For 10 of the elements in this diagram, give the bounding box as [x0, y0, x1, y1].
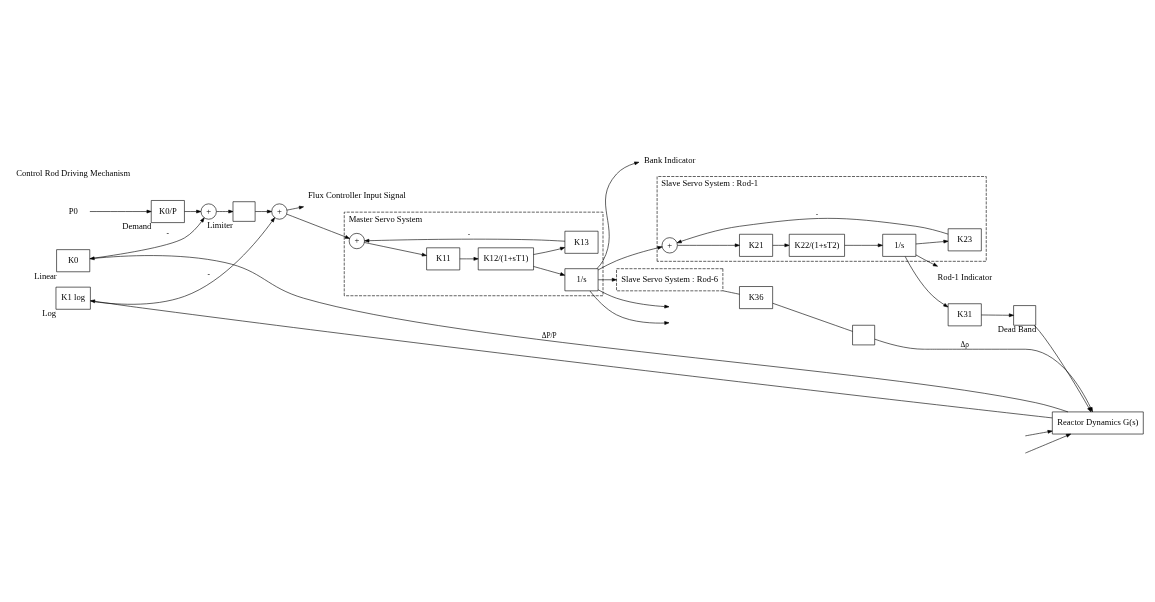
node-text: Flux Controller Input Signal [308, 189, 406, 200]
node-text: Bank Indicator [644, 154, 696, 165]
node-label: Demand [122, 220, 152, 231]
node-text: Rod-1 Indicator [937, 271, 993, 282]
node-label: Limiter [207, 219, 233, 230]
node-text: P0 [68, 205, 78, 216]
node-label: Log [42, 307, 57, 318]
node-label: Dead Band [997, 323, 1037, 334]
node-label: Linear [34, 270, 57, 281]
label: Control Rod Driving Mechanism [16, 167, 131, 178]
